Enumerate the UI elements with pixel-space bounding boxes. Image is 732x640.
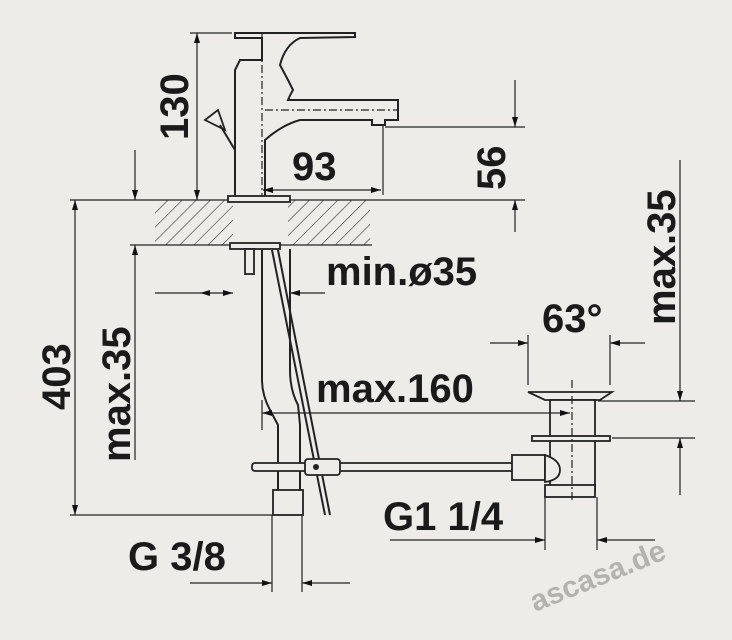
dim-g114-label: G1 1/4 [383,495,504,539]
dim-56-label: 56 [470,146,514,191]
watermark: ascasa.de [525,534,670,618]
dim-max35-left-label: max.35 [95,326,139,462]
dim-max160-label: max.160 [316,367,474,411]
dim-g38-label: G 3/8 [128,535,226,579]
dim-93-label: 93 [292,145,337,189]
dim-hole-diameter-label: min.ø35 [326,250,477,294]
dimension-lines [70,32,695,592]
dim-max35-right-label: max.35 [640,189,684,325]
countertop-section [70,199,525,246]
faucet-connections [229,242,523,516]
dim-63-degree-label: 63° [542,297,603,341]
faucet-body [203,32,399,203]
pop-up-waste [511,380,615,500]
dim-130-label: 130 [153,73,197,140]
dim-403-label: 403 [35,343,79,410]
